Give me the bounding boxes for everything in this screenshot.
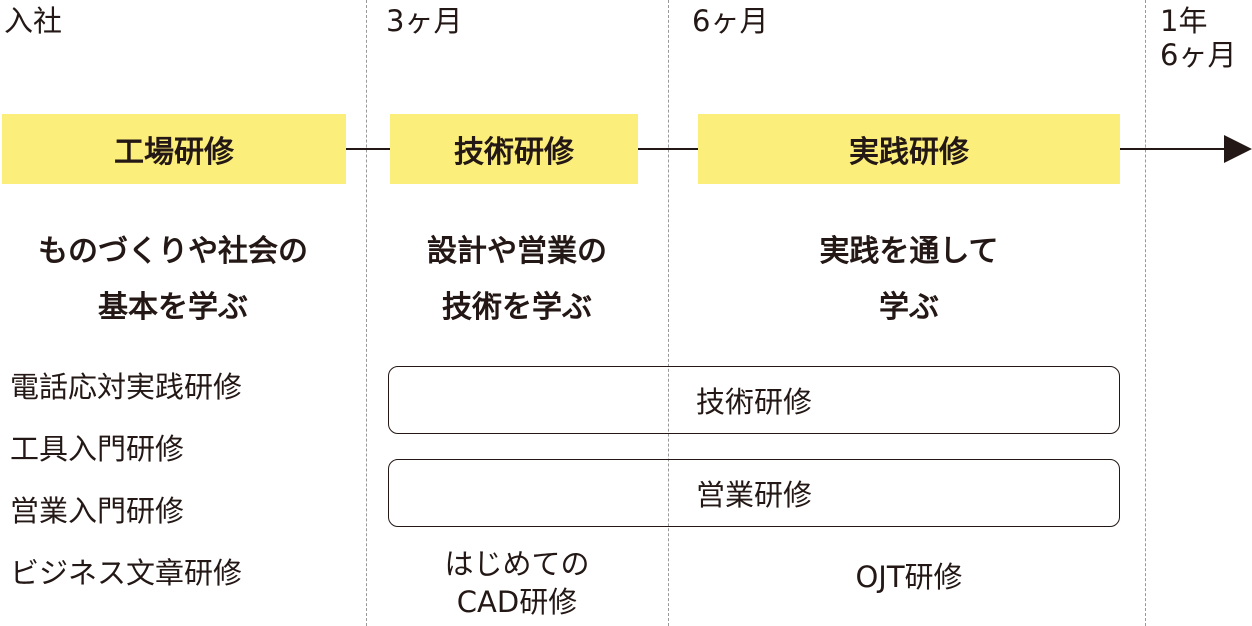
phase-technical-training: 技術研修 [390,114,638,184]
milestone-divider-1y6m [1145,0,1146,626]
factory-item: 工具入門研修 [10,432,185,466]
timeline-axis-segment [346,148,390,150]
milestone-divider-3m [366,0,367,626]
milestone-divider-6m [668,0,669,626]
milestone-6-months: 6ヶ月 [692,4,769,38]
span-box-label: 技術研修 [695,385,812,419]
milestone-1-year-6-months: 1年 6ヶ月 [1160,4,1237,72]
milestone-join: 入社 [4,4,63,38]
note-ojt-training: OJT研修 [855,560,963,594]
note-cad-training: はじめての CAD研修 [444,547,590,619]
factory-item: 営業入門研修 [10,494,185,528]
goal-factory: ものづくりや社会の 基本を学ぶ [38,234,308,325]
factory-item: 電話応対実践研修 [10,370,243,404]
phase-label: 実践研修 [849,135,969,170]
factory-item: ビジネス文章研修 [10,556,243,590]
timeline-axis-segment [638,148,698,150]
goal-practical: 実践を通して 学ぶ [819,234,999,325]
timeline-axis-segment [1120,148,1226,150]
milestone-3-months: 3ヶ月 [386,4,463,38]
phase-factory-training: 工場研修 [2,114,346,184]
timeline-arrow-icon [1224,135,1252,163]
span-box-label: 営業研修 [695,478,812,512]
phase-label: 工場研修 [114,135,234,170]
phase-practical-training: 実践研修 [698,114,1120,184]
span-box-technical-training: 技術研修 [388,366,1120,434]
span-box-sales-training: 営業研修 [388,459,1120,527]
goal-technical: 設計や営業の 技術を学ぶ [427,234,607,325]
phase-label: 技術研修 [454,135,574,170]
